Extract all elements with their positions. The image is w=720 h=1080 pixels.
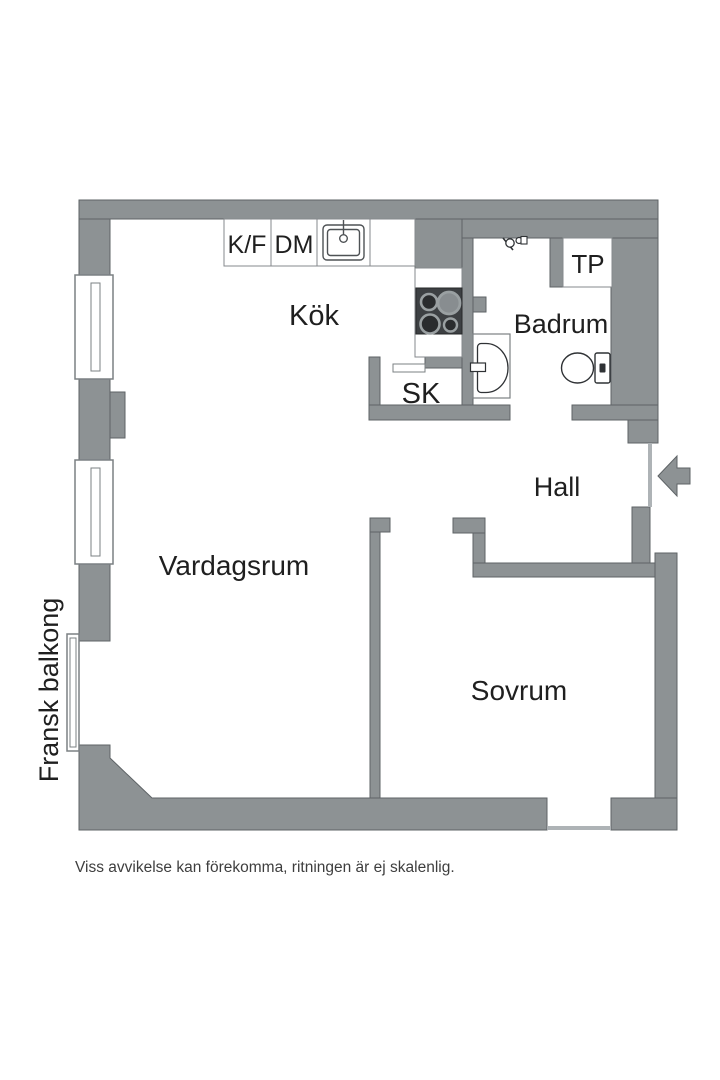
appliance-label-fridge-freezer: K/F	[228, 231, 267, 259]
wall-bedroom-top	[472, 562, 656, 578]
wall-left-upper	[78, 218, 111, 277]
entry-door-line	[648, 443, 652, 507]
wall-bath-bottom-right	[571, 404, 659, 421]
french-door-icon	[66, 633, 80, 752]
wall-right-upper	[610, 237, 659, 406]
wall-hall-stub	[472, 532, 486, 564]
bedroom-window-sill-line	[547, 826, 611, 830]
wall-bathroom-left	[461, 237, 474, 406]
wall-hall-stub-cap	[452, 517, 486, 534]
kitchen-counter	[223, 218, 463, 358]
counter-run	[223, 218, 416, 267]
wall-left-pillar-bump	[109, 391, 126, 439]
entrance-arrow-icon	[657, 454, 691, 498]
wall-sk-left	[368, 356, 381, 406]
wall-top-bathroom	[461, 218, 659, 239]
balcony-label: Fransk balkong	[34, 598, 64, 783]
kitchen-sink-icon	[322, 220, 365, 261]
wall-top	[78, 199, 659, 220]
room-label-living-room: Vardagsrum	[159, 550, 309, 581]
room-label-bedroom: Sovrum	[471, 675, 567, 706]
walls	[78, 199, 678, 831]
room-label-closet: SK	[402, 378, 441, 410]
wall-left-pillar	[78, 378, 111, 462]
wall-living-bedroom-cap	[369, 517, 391, 533]
wall-bottom-right	[610, 797, 678, 831]
shower-mixer-icon	[502, 235, 528, 251]
bathroom-fixtures	[469, 235, 613, 399]
room-label-bathroom: Badrum	[514, 309, 609, 339]
labels: K/F DM Kök TP Badrum SK Hall Vardagsrum …	[34, 231, 608, 876]
window-icon	[74, 274, 114, 380]
disclaimer-text: Viss avvikelse kan förekomma, ritningen …	[75, 859, 455, 876]
room-label-hall: Hall	[534, 472, 581, 502]
window-icon	[74, 459, 114, 565]
appliance-label-dishwasher: DM	[275, 231, 314, 259]
wall-bathroom-stub	[472, 296, 487, 313]
wall-entry-step	[627, 419, 659, 444]
room-label-kitchen: Kök	[289, 300, 339, 332]
wall-entry-lower	[631, 506, 651, 564]
wall-counter-block	[414, 218, 463, 269]
wall-left-lower	[78, 563, 111, 642]
room-label-tp: TP	[571, 249, 604, 279]
wall-bath-bottom-left	[368, 404, 511, 421]
wall-living-bedroom	[369, 531, 381, 799]
wall-right-lower	[654, 552, 678, 799]
toilet-icon	[560, 352, 611, 384]
wall-bottom-left	[78, 744, 548, 831]
tp-cabinet-box	[562, 237, 613, 288]
sk-door-line	[392, 363, 426, 373]
stove-icon	[415, 287, 463, 335]
washbasin-icon	[469, 333, 511, 399]
windows-doors	[66, 274, 652, 752]
wall-tp-divider	[549, 237, 564, 288]
